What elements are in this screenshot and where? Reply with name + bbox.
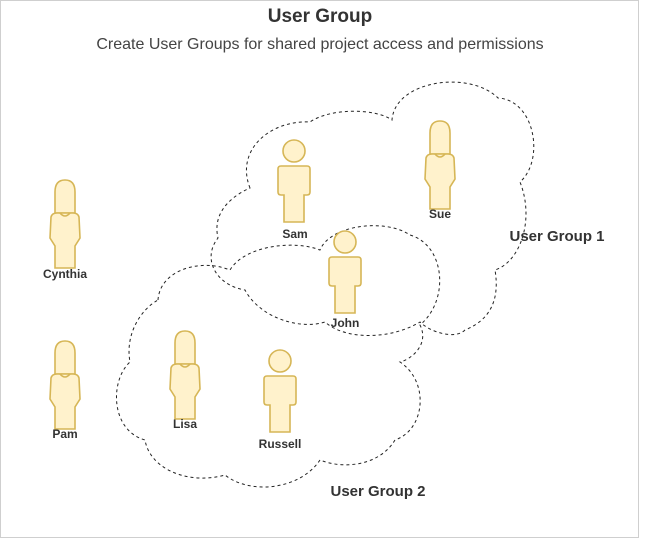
person-label-sam: Sam <box>282 227 307 241</box>
person-icon-pam <box>49 340 81 430</box>
person-icon-cynthia <box>49 179 81 269</box>
person-icon-russell <box>263 349 297 433</box>
person-label-sue: Sue <box>429 207 451 221</box>
person-label-lisa: Lisa <box>173 417 197 431</box>
user-group-2-label: User Group 2 <box>330 483 425 500</box>
user-group-1-cloud <box>210 81 535 336</box>
person-label-russell: Russell <box>259 437 302 451</box>
person-label-john: John <box>331 316 360 330</box>
person-icon-sue <box>424 120 456 210</box>
diagram-subtitle: Create User Groups for shared project ac… <box>96 36 544 53</box>
user-group-1-label: User Group 1 <box>509 228 604 245</box>
person-icon-sam <box>277 139 311 223</box>
person-label-cynthia: Cynthia <box>43 267 87 281</box>
person-label-pam: Pam <box>52 427 77 441</box>
diagram-frame <box>0 0 639 538</box>
person-icon-lisa <box>169 330 201 420</box>
diagram-title: User Group <box>267 6 373 27</box>
person-icon-john <box>328 230 362 314</box>
